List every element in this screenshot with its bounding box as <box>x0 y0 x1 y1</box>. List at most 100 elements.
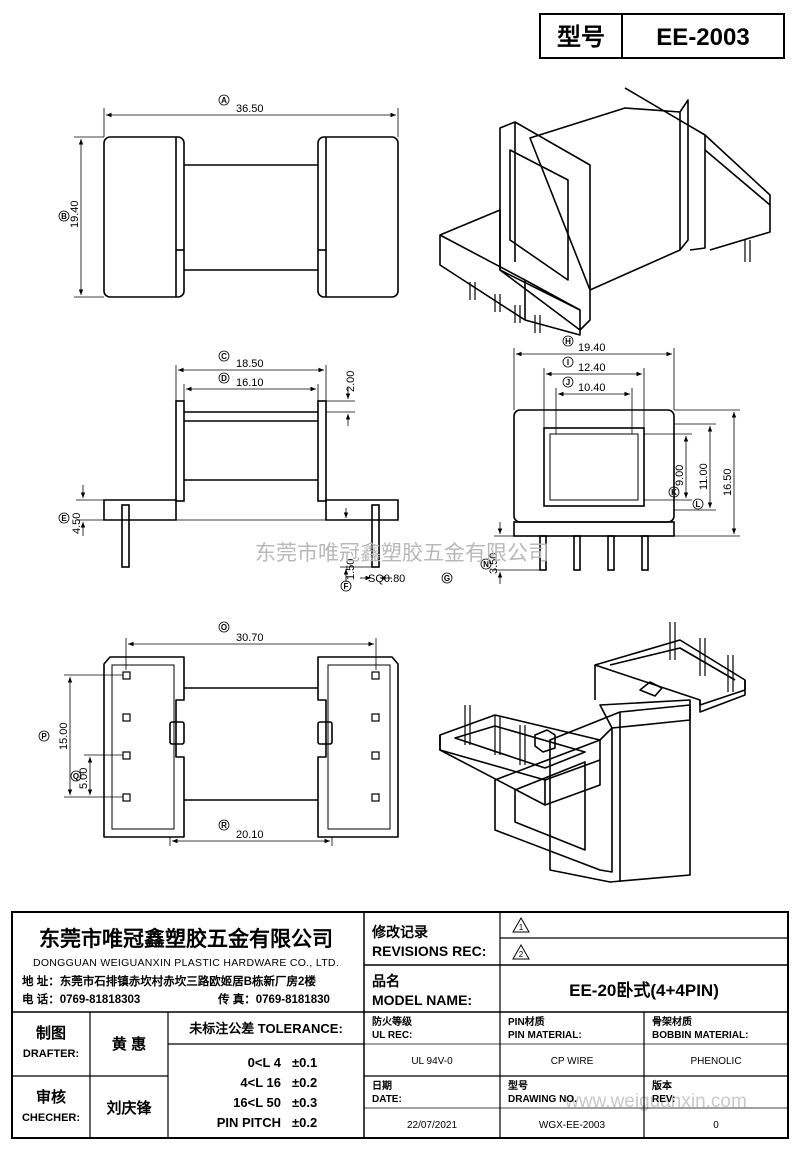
top-view <box>74 108 399 298</box>
revision-2-label: 2 <box>519 950 524 959</box>
dim-r-label: R <box>221 821 227 830</box>
dim-sq-value: SQ0.80 <box>368 573 405 585</box>
company-name-en: DONGGUAN WEIGUANXIN PLASTIC HARDWARE CO.… <box>33 957 339 969</box>
drafter-name: 黄 惠 <box>112 1035 146 1053</box>
dim-n-value: 3.50 <box>488 553 500 574</box>
revision-1-icon: 1 <box>512 916 530 933</box>
ul-value: UL 94V-0 <box>411 1056 453 1067</box>
dim-d-value: 16.10 <box>236 377 264 389</box>
dim-k-value: 9.00 <box>674 465 686 486</box>
date-label-cn: 日期 <box>372 1079 392 1092</box>
company-address: 地 址：东莞市石排镇赤坎村赤坎三路欧姬居B栋新厂房2楼 <box>22 974 316 988</box>
revisions-label-cn: 修改记录 <box>371 924 428 940</box>
dim-p-label: P <box>41 732 47 741</box>
revisions-label-en: REVISIONS REC: <box>372 943 486 959</box>
dim-k-label: K <box>671 488 677 497</box>
drafter-label-en: DRAFTER: <box>23 1048 79 1060</box>
tolerance-range: 4<L 16 <box>240 1075 281 1090</box>
checker-name: 刘庆锋 <box>106 1099 152 1117</box>
dim-e-value: 4.50 <box>71 513 83 534</box>
model-name-label-cn: 品名 <box>372 973 400 989</box>
dim-o-label: O <box>221 623 227 632</box>
rev-no-value: 0 <box>713 1120 719 1131</box>
dim-h-label: H <box>565 337 571 346</box>
model-header-label: 型号 <box>557 24 605 51</box>
dim-e-label: E <box>61 514 67 523</box>
iso-view-bottom <box>439 622 746 883</box>
model-name-label-en: MODEL NAME: <box>372 992 472 1008</box>
company-name-cn: 东莞市唯冠鑫塑胶五金有限公司 <box>39 927 333 951</box>
drawing-no-value: WGX-EE-2003 <box>539 1120 606 1131</box>
bobbin-material-value: PHENOLIC <box>690 1056 741 1067</box>
dim-a-label: A <box>221 96 227 105</box>
dim-b-label: B <box>61 212 67 221</box>
drawing-no-label-cn: 型号 <box>508 1079 528 1092</box>
ul-label-en: UL REC: <box>372 1030 412 1041</box>
tolerance-title: 未标注公差 TOLERANCE: <box>188 1021 343 1036</box>
model-name-value: EE-20卧式(4+4PIN) <box>569 980 719 1000</box>
revision-2-icon: 2 <box>512 943 530 960</box>
front-view <box>76 365 399 582</box>
rev-no-label-en: REV: <box>652 1094 675 1105</box>
company-phone: 电 话：0769-81818303 <box>22 992 140 1006</box>
dim-q-value: 5.00 <box>78 768 90 789</box>
date-value: 22/07/2021 <box>407 1120 457 1131</box>
model-header-value: EE-2003 <box>656 24 749 51</box>
dim-j-label: J <box>566 378 570 387</box>
dim-l-label: L <box>696 500 701 509</box>
dim-q-label: Q <box>73 772 79 781</box>
title-block: 东莞市唯冠鑫塑胶五金有限公司 DONGGUAN WEIGUANXIN PLAST… <box>11 911 789 1139</box>
dim-n-label: N <box>483 560 489 569</box>
dim-f-label: F <box>344 582 349 591</box>
drawing-no-label-en: DRAWING NO. <box>508 1094 577 1105</box>
bottom-view <box>64 638 399 846</box>
iso-view-top <box>439 87 771 336</box>
tolerance-value: ±0.2 <box>292 1075 317 1090</box>
pin-material-value: CP WIRE <box>551 1056 594 1067</box>
dim-c-label: C <box>221 352 227 361</box>
dim-a-value: 36.50 <box>236 103 264 115</box>
ul-label-cn: 防火等级 <box>372 1015 413 1028</box>
side-view <box>494 348 740 584</box>
top-view-dims: A 36.50 B 19.40 <box>58 94 264 228</box>
dim-g-label: G <box>444 574 450 583</box>
dim-i-label: I <box>567 358 569 367</box>
bottom-view-dims: O 30.70 P 15.00 Q 5.00 R 20.10 <box>38 621 264 841</box>
bobbin-material-label-cn: 骨架材质 <box>652 1015 692 1028</box>
tolerance-range: 16<L 50 <box>233 1095 281 1110</box>
checker-label-en: CHECHER: <box>22 1112 80 1124</box>
tolerance-range: PIN PITCH <box>217 1115 281 1130</box>
checker-label-cn: 审核 <box>36 1088 66 1106</box>
date-label-en: DATE: <box>372 1094 402 1105</box>
side-view-dims: H 19.40 I 12.40 J 10.40 K 9.00 L 11.00 1… <box>480 335 734 574</box>
dim-p-value: 15.00 <box>58 722 70 750</box>
model-header: 型号 EE-2003 <box>539 13 785 59</box>
dim-d-label: D <box>221 374 227 383</box>
tolerance-value: ±0.3 <box>292 1095 317 1110</box>
front-view-dims: C 18.50 D 16.10 2.00 E 4.50 F 1.50 SQ0.8… <box>58 350 453 592</box>
revision-1-label: 1 <box>519 923 524 932</box>
tolerance-value: ±0.2 <box>292 1115 317 1130</box>
drafter-label-cn: 制图 <box>36 1024 66 1042</box>
dim-l-value: 11.00 <box>698 463 710 490</box>
dim-b-value: 19.40 <box>69 200 81 228</box>
dim-o-value: 30.70 <box>236 632 264 644</box>
company-fax: 传 真：0769-8181830 <box>217 992 330 1006</box>
dim-r-value: 20.10 <box>236 829 264 841</box>
dim-h-value: 19.40 <box>578 342 606 354</box>
dim-f-value: 1.50 <box>345 559 357 580</box>
tolerance-range: 0<L 4 <box>248 1055 282 1070</box>
dim-m-value: 16.50 <box>722 468 734 496</box>
pin-material-label-cn: PIN材质 <box>508 1015 545 1028</box>
pin-material-label-en: PIN MATERIAL: <box>508 1030 582 1041</box>
dim-2-value: 2.00 <box>345 371 357 392</box>
tolerance-value: ±0.1 <box>292 1055 317 1070</box>
dim-c-value: 18.50 <box>236 358 264 370</box>
watermark-center: 东莞市唯冠鑫塑胶五金有限公司 <box>255 542 549 565</box>
rev-no-label-cn: 版本 <box>652 1079 673 1092</box>
dim-j-value: 10.40 <box>578 382 606 394</box>
watermark-bottom: www.weiguanxin.com <box>564 1091 747 1112</box>
dim-i-value: 12.40 <box>578 362 606 374</box>
